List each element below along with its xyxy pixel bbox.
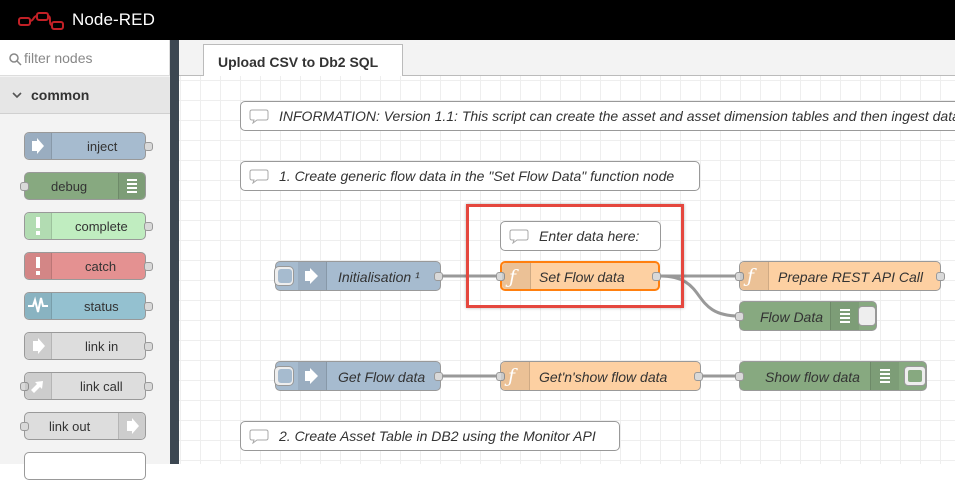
node-red-logo-icon — [18, 12, 64, 30]
node-label: Flow Data — [760, 309, 824, 325]
palette-node-debug[interactable]: debug — [20, 172, 146, 200]
palette-node-complete[interactable]: complete — [24, 212, 153, 240]
output-port[interactable] — [936, 272, 945, 281]
output-port[interactable] — [144, 142, 153, 151]
palette-node-label: debug — [51, 179, 88, 194]
flow-node-flow-data-debug[interactable]: Flow Data — [735, 301, 877, 331]
palette-node-link-call[interactable]: link call — [20, 372, 153, 400]
debug-list-icon — [118, 173, 145, 199]
debug-toggle-button[interactable] — [858, 306, 876, 326]
palette-node-catch[interactable]: catch — [24, 252, 153, 280]
status-wave-icon — [25, 293, 52, 319]
comment-icon — [249, 109, 269, 124]
category-label: common — [31, 87, 90, 103]
filter-nodes-input[interactable] — [24, 48, 164, 68]
palette-node-label: inject — [87, 139, 118, 154]
palette-node-inject[interactable]: inject — [24, 132, 153, 160]
inject-arrow-icon — [298, 262, 327, 290]
link-in-icon — [25, 333, 52, 359]
header-bar: Node-RED — [0, 0, 955, 40]
exclamation-icon — [25, 253, 52, 279]
node-label: Get Flow data — [338, 369, 426, 385]
search-icon — [9, 53, 22, 66]
flow-node-get-n-show-flow-data[interactable]: ƒ Get'n'show flow data — [496, 361, 703, 391]
output-port[interactable] — [434, 372, 443, 381]
debug-list-icon — [870, 362, 899, 390]
comment-icon — [249, 429, 269, 444]
comment-icon — [249, 169, 269, 184]
node-label: Show flow data — [765, 369, 860, 385]
comment-text: 1. Create generic flow data in the "Set … — [279, 168, 675, 184]
output-port[interactable] — [434, 272, 443, 281]
app-title: Node-RED — [72, 10, 155, 29]
input-port[interactable] — [20, 182, 29, 191]
category-common-header[interactable]: common — [0, 77, 170, 114]
palette-node-link-in[interactable]: link in — [24, 332, 153, 360]
comment-text: 2. Create Asset Table in DB2 using the M… — [279, 428, 596, 444]
output-port[interactable] — [144, 262, 153, 271]
wire — [659, 274, 740, 318]
input-port[interactable] — [496, 272, 505, 281]
comment-text: Enter data here: — [539, 228, 640, 244]
input-port[interactable] — [735, 372, 744, 381]
wires-layer — [441, 274, 740, 378]
chevron-down-icon — [12, 92, 22, 99]
inject-trigger-inner — [278, 369, 292, 383]
output-port[interactable] — [144, 382, 153, 391]
input-port[interactable] — [735, 272, 744, 281]
flow-node-show-flow-data-debug[interactable]: Show flow data — [735, 361, 927, 391]
node-label: Set Flow data — [539, 269, 625, 285]
palette-node-link-out[interactable]: link out — [20, 412, 146, 440]
node-label: Prepare REST API Call — [778, 269, 923, 285]
debug-list-icon — [830, 302, 859, 330]
comment-text: INFORMATION: Version 1.1: This script ca… — [279, 108, 955, 124]
palette-node-label: status — [84, 299, 119, 314]
function-icon: ƒ — [502, 263, 531, 289]
input-port[interactable] — [20, 382, 29, 391]
palette-divider[interactable] — [170, 40, 179, 464]
palette-node-comment[interactable] — [24, 452, 146, 480]
tab-upload-csv[interactable]: Upload CSV to Db2 SQL — [203, 44, 403, 76]
palette-node-label: link out — [49, 419, 91, 434]
debug-toggle-button[interactable] — [904, 366, 926, 386]
palette-node-label: catch — [85, 259, 117, 274]
output-port[interactable] — [652, 272, 661, 281]
flow-canvas[interactable]: INFORMATION: Version 1.1: This script ca… — [179, 76, 955, 464]
inject-arrow-icon — [25, 133, 52, 159]
node-label: Get'n'show flow data — [539, 369, 668, 385]
output-port[interactable] — [144, 222, 153, 231]
link-call-icon — [25, 373, 52, 399]
inject-trigger-inner — [278, 269, 292, 283]
highlight-annotation-box — [466, 204, 684, 308]
output-port[interactable] — [694, 372, 703, 381]
function-icon: ƒ — [501, 362, 530, 390]
filter-box — [0, 40, 170, 76]
link-out-icon — [118, 413, 145, 439]
comment-icon — [509, 229, 529, 244]
palette-node-status[interactable]: status — [24, 292, 153, 320]
comment-node-step-2[interactable]: 2. Create Asset Table in DB2 using the M… — [240, 421, 620, 451]
inject-arrow-icon — [298, 362, 327, 390]
flow-node-get-flow-data[interactable]: Get Flow data — [274, 361, 443, 391]
comment-node-enter-data[interactable]: Enter data here: — [500, 221, 661, 251]
input-port[interactable] — [496, 372, 505, 381]
flow-node-set-flow-data[interactable]: ƒ Set Flow data — [496, 261, 661, 291]
output-port[interactable] — [144, 342, 153, 351]
comment-node-information[interactable]: INFORMATION: Version 1.1: This script ca… — [240, 101, 955, 131]
input-port[interactable] — [20, 422, 29, 431]
flow-node-initialisation[interactable]: Initialisation ¹ — [274, 261, 443, 291]
function-icon: ƒ — [740, 262, 769, 290]
flow-node-prepare-rest-api-call[interactable]: ƒ Prepare REST API Call — [735, 261, 945, 291]
node-palette: common inject debug complete catch — [0, 40, 170, 480]
palette-node-label: complete — [75, 219, 128, 234]
output-port[interactable] — [144, 302, 153, 311]
exclamation-icon — [25, 213, 52, 239]
palette-node-label: link call — [80, 379, 123, 394]
tab-label: Upload CSV to Db2 SQL — [218, 54, 379, 70]
comment-node-step-1[interactable]: 1. Create generic flow data in the "Set … — [240, 161, 700, 191]
workspace-tab-bar: Upload CSV to Db2 SQL — [179, 40, 955, 76]
palette-node-label: link in — [85, 339, 119, 354]
input-port[interactable] — [735, 312, 744, 321]
node-label: Initialisation ¹ — [338, 269, 420, 285]
